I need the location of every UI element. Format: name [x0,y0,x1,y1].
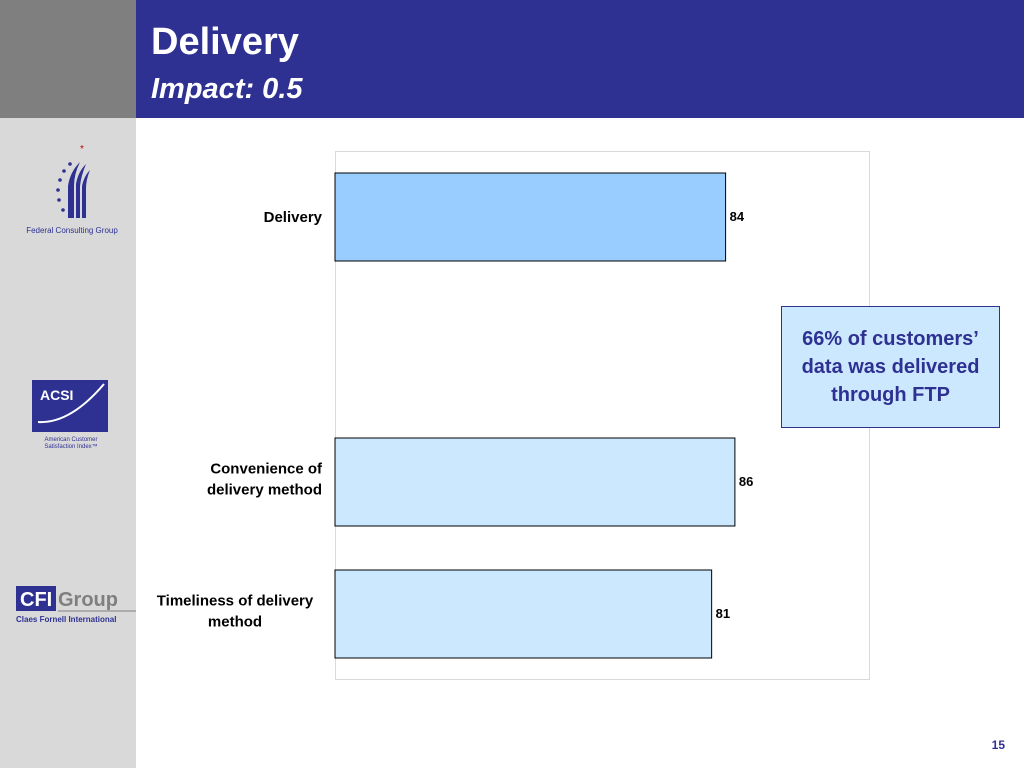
callout-text: 66% of customers’ data was delivered thr… [801,328,980,406]
data-label-2: 86 [739,474,753,489]
page-subtitle: Impact: 0.5 [151,73,303,105]
callout-box: 66% of customers’ data was delivered thr… [781,306,1000,428]
cfi-group-logo: CFI Group Claes Fornell International [16,586,136,624]
data-label-3: 81 [716,606,730,621]
bar-2 [334,437,736,527]
data-label-1: 84 [730,209,745,224]
federal-consulting-group-logo: * [56,144,90,218]
acsi-logo-text: ACSI [40,387,73,403]
sidebar [0,118,136,768]
svg-text:American Customer: American Customer [44,437,97,443]
bar-3 [334,569,713,659]
acsi-logo: ACSI American Customer Satisfaction Inde… [32,380,108,450]
svg-text:CFI: CFI [20,589,52,611]
svg-text:Claes Fornell International: Claes Fornell International [16,615,116,624]
header-bar [136,0,1024,118]
svg-text:Group: Group [58,589,118,611]
fcg-label: Federal Consulting Group [26,226,118,235]
svg-text:*: * [80,144,84,155]
page-number: 15 [991,738,1005,752]
bar-1 [334,172,727,262]
category-label-1: Delivery [264,209,323,226]
svg-text:Satisfaction Index™: Satisfaction Index™ [44,443,97,450]
top-left-block [0,0,136,118]
page-title: Delivery [151,21,299,63]
